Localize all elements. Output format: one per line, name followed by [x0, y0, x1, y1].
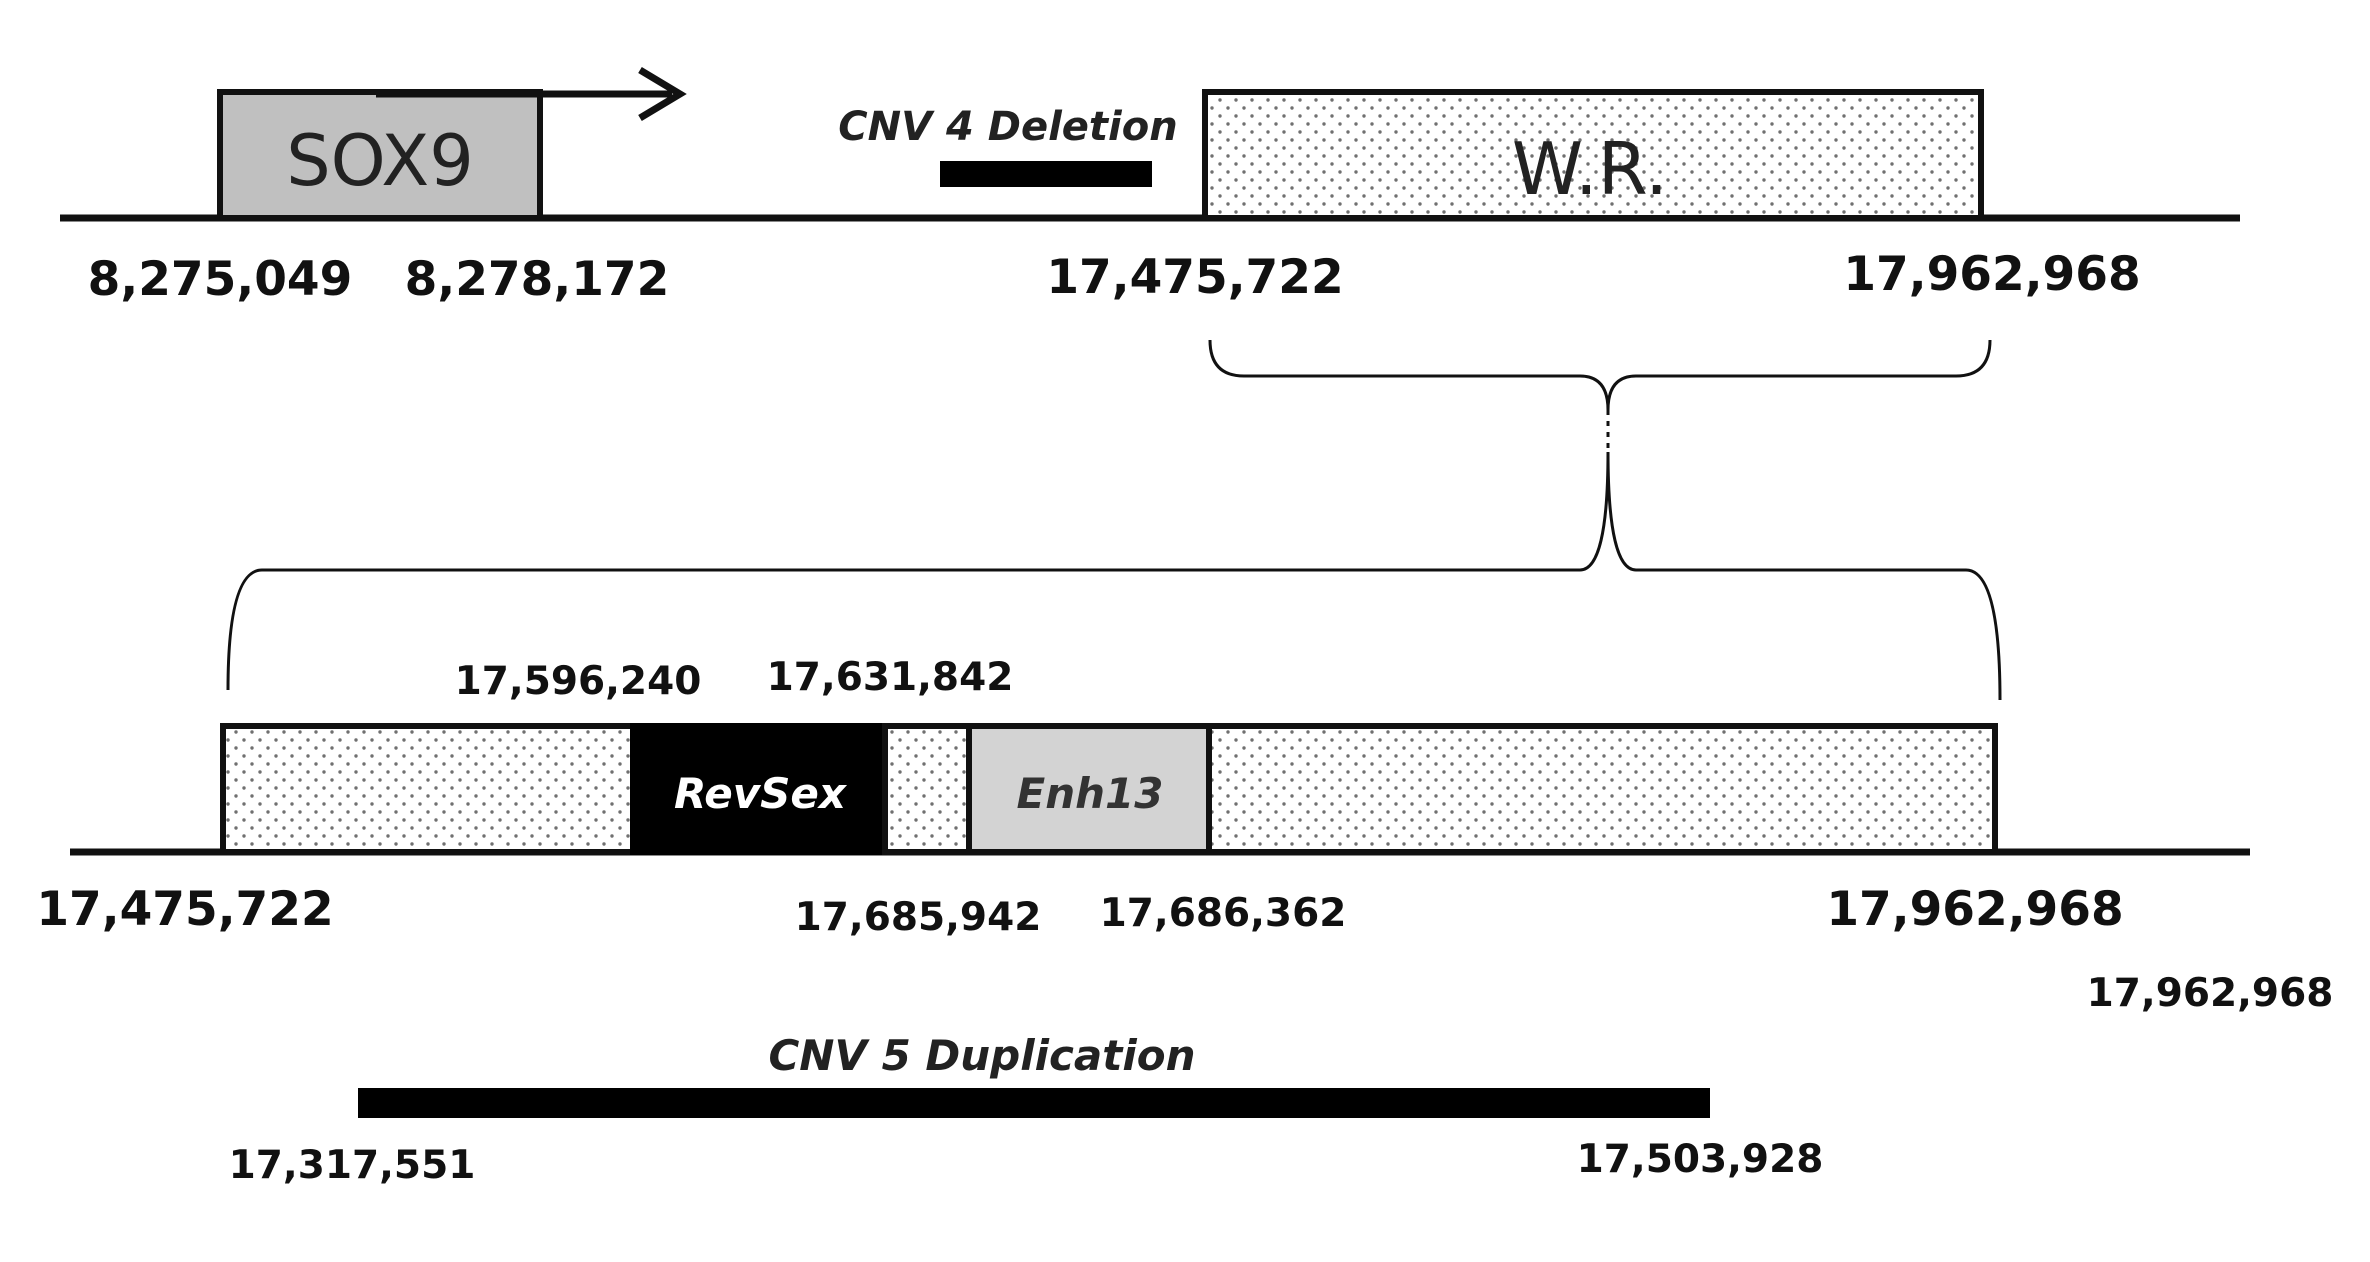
revsex-start-coordinate: 17,596,240	[455, 659, 702, 704]
cnv5-start-coordinate: 17,317,551	[229, 1143, 476, 1188]
bottom-region-start-coordinate: 17,475,722	[36, 882, 333, 937]
region-segment-middle	[882, 723, 972, 855]
enh13-start-coordinate: 17,685,942	[795, 895, 1042, 940]
sox9-end-coordinate: 8,278,172	[405, 252, 670, 307]
revsex-label: RevSex	[674, 769, 848, 818]
wr-end-coordinate: 17,962,968	[1843, 247, 2140, 302]
zoom-brace-bottom	[226, 451, 2002, 701]
sox9-gene-box	[217, 89, 543, 221]
bottom-track: RevSex Enh13 17,596,240 17,631,842 17,47…	[36, 655, 2333, 1188]
revsex-end-coordinate: 17,631,842	[767, 655, 1014, 700]
region-segment-right	[1206, 723, 1998, 855]
sox9-start-coordinate: 8,275,049	[88, 252, 353, 307]
wr-region-label: W.R.	[1512, 127, 1668, 211]
wr-start-coordinate: 17,475,722	[1046, 250, 1343, 305]
enh13-label: Enh13	[1017, 769, 1164, 818]
sox9-gene-label: SOX9	[286, 120, 474, 202]
region-end-coordinate-extra: 17,962,968	[2087, 971, 2334, 1016]
zoom-brace-top	[1208, 339, 1992, 411]
wr-region-box	[1202, 89, 1984, 221]
transcription-arrow-icon	[376, 66, 687, 122]
cnv4-deletion-bar	[940, 161, 1152, 187]
bottom-region-end-coordinate: 17,962,968	[1826, 882, 2123, 937]
cnv5-duplication-bar	[358, 1088, 1710, 1118]
revsex-box	[630, 723, 888, 855]
top-track: SOX9 CNV 4 Deletion W.R. 8,275,049 8,278…	[60, 66, 2240, 307]
cnv4-deletion-label: CNV 4 Deletion	[838, 104, 1177, 150]
cnv5-duplication-label: CNV 5 Duplication	[768, 1031, 1195, 1080]
enh13-end-coordinate: 17,686,362	[1100, 891, 1347, 936]
region-segment-left	[220, 723, 636, 855]
cnv5-end-coordinate: 17,503,928	[1577, 1137, 1824, 1182]
